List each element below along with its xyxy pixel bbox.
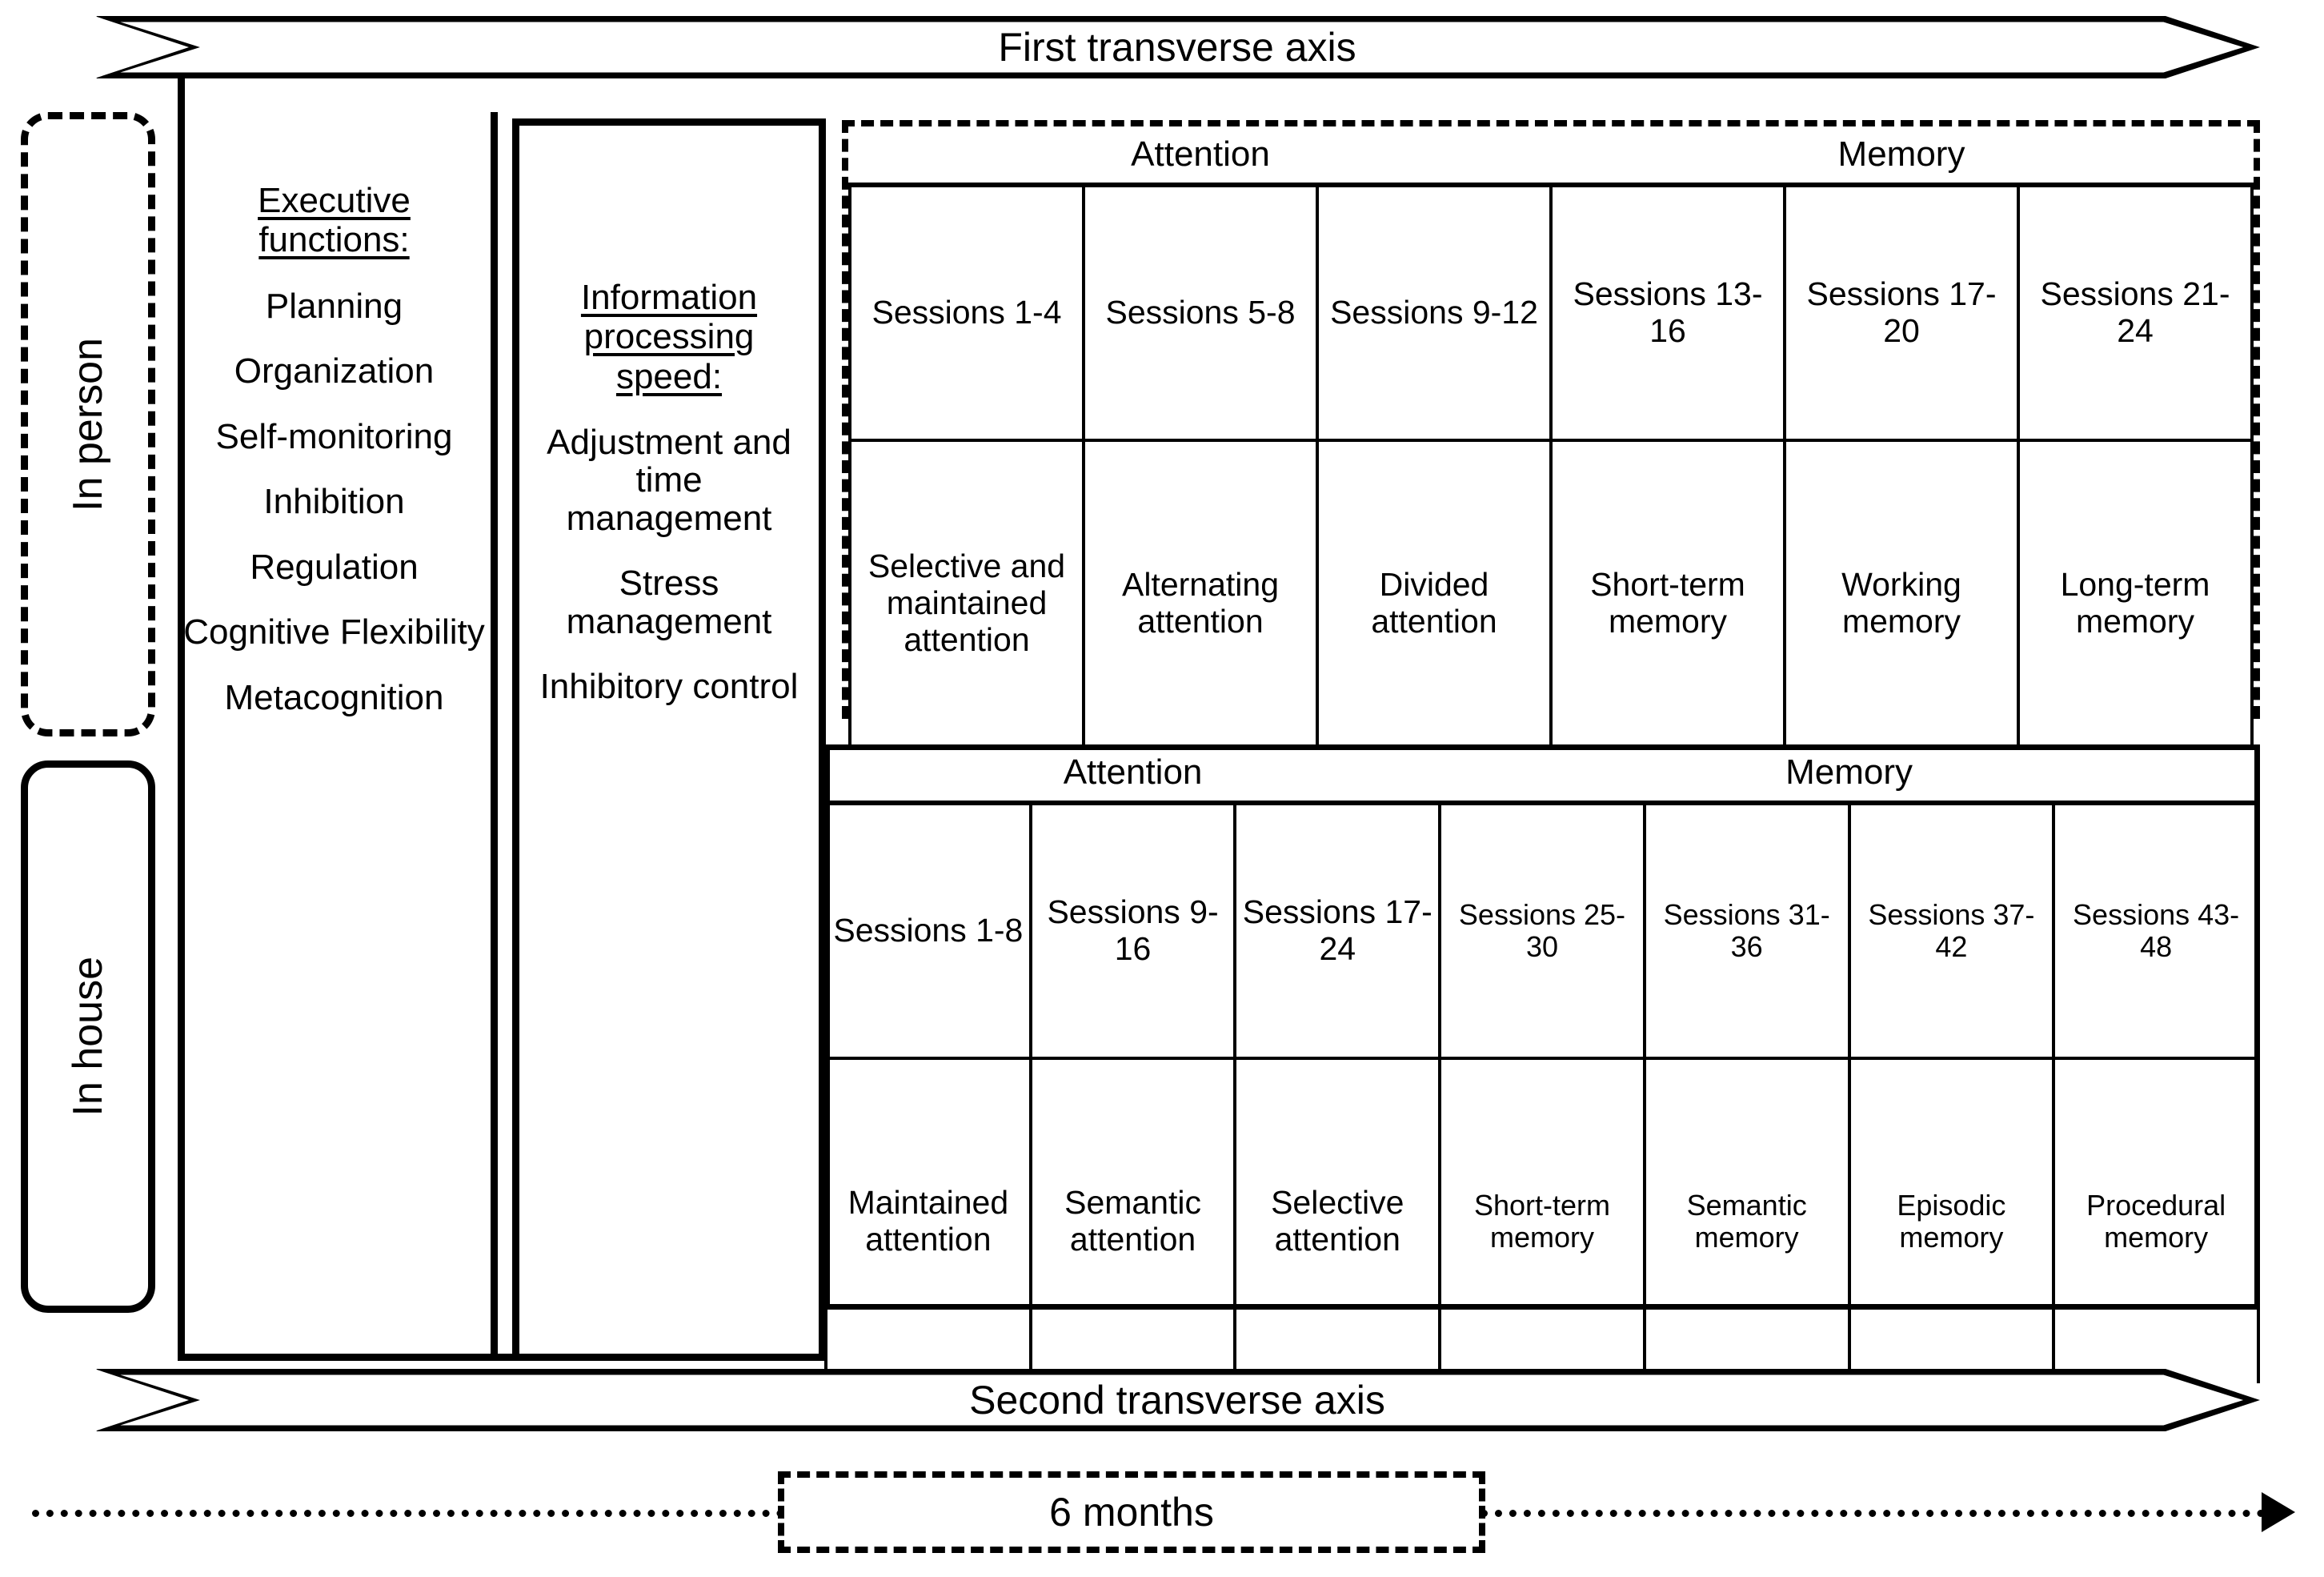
executive-function-item: Planning bbox=[265, 286, 403, 326]
table-row-domains-bottom: Maintained attention Semantic attention … bbox=[824, 1057, 2260, 1383]
timeline-dotted-line-right bbox=[1481, 1510, 2265, 1517]
information-processing-speed-list: Information processing speed: Adjustment… bbox=[519, 278, 819, 733]
executive-function-item: Cognitive Flexibility bbox=[183, 612, 485, 652]
session-cell: Sessions 25-30 bbox=[1438, 803, 1646, 1060]
session-cell: Sessions 43-48 bbox=[2052, 803, 2260, 1060]
session-cell: Sessions 21-24 bbox=[2017, 185, 2254, 442]
session-cell: Sessions 1-4 bbox=[848, 185, 1085, 442]
group-header-attention-top: Attention bbox=[850, 126, 1551, 187]
domain-cell: Long-term memory bbox=[2017, 439, 2254, 765]
group-header-memory-bottom: Memory bbox=[1440, 744, 2258, 805]
group-header-attention-bottom: Attention bbox=[826, 744, 1440, 805]
domain-cell: Short-term memory bbox=[1549, 439, 1786, 765]
mode-box-in-house: In house bbox=[21, 760, 155, 1313]
executive-function-item: Metacognition bbox=[224, 677, 444, 717]
timeline-duration-box: 6 months bbox=[778, 1471, 1485, 1553]
second-transverse-axis-label: Second transverse axis bbox=[969, 1378, 1385, 1423]
domain-cell: Alternating attention bbox=[1082, 439, 1319, 765]
information-processing-speed-heading: Information processing speed: bbox=[580, 278, 758, 396]
first-transverse-axis-banner: First transverse axis bbox=[94, 16, 2260, 78]
table-row-domains-top: Selective and maintained attention Alter… bbox=[848, 439, 2254, 765]
session-cell: Sessions 9-12 bbox=[1316, 185, 1553, 442]
executive-function-item: Inhibition bbox=[263, 482, 405, 522]
executive-functions-list: Executive functions: Planning Organizati… bbox=[178, 181, 491, 744]
domain-cell: Selective and maintained attention bbox=[848, 439, 1085, 765]
group-header-memory-top: Memory bbox=[1551, 126, 2252, 187]
domain-cell: Semantic memory bbox=[1642, 1057, 1851, 1383]
executive-function-item: Regulation bbox=[250, 547, 419, 587]
table-row-group-headers: Attention Memory bbox=[826, 744, 2258, 805]
in-house-schedule-grid: Attention Memory Sessions 1-8 Sessions 9… bbox=[824, 744, 2260, 1383]
session-cell: Sessions 31-36 bbox=[1642, 803, 1851, 1060]
second-transverse-axis-banner: Second transverse axis bbox=[94, 1369, 2260, 1431]
session-cell: Sessions 13-16 bbox=[1549, 185, 1786, 442]
information-processing-speed-item: Inhibitory control bbox=[539, 667, 799, 707]
domain-cell: Maintained attention bbox=[824, 1057, 1032, 1383]
information-processing-speed-item: Stress management bbox=[566, 564, 772, 641]
session-cell: Sessions 9-16 bbox=[1028, 803, 1237, 1060]
in-house-schedule-table: Attention Memory Sessions 1-8 Sessions 9… bbox=[824, 744, 2260, 1383]
timeline-arrow-icon bbox=[2262, 1492, 2295, 1532]
information-processing-speed-item: Adjustment and time management bbox=[547, 422, 791, 538]
in-person-schedule-grid: Attention Memory Sessions 1-4 Sessions 5… bbox=[848, 126, 2254, 765]
domain-cell: Semantic attention bbox=[1028, 1057, 1237, 1383]
domain-cell: Divided attention bbox=[1316, 439, 1553, 765]
executive-function-item: Organization bbox=[234, 351, 435, 391]
domain-cell: Selective attention bbox=[1233, 1057, 1442, 1383]
session-cell: Sessions 37-42 bbox=[1847, 803, 2056, 1060]
session-cell: Sessions 5-8 bbox=[1082, 185, 1319, 442]
timeline-dotted-line-left bbox=[32, 1510, 784, 1517]
table-row-sessions-bottom: Sessions 1-8 Sessions 9-16 Sessions 17-2… bbox=[824, 803, 2260, 1060]
first-transverse-axis-label: First transverse axis bbox=[998, 25, 1356, 70]
executive-functions-column: Executive functions: Planning Organizati… bbox=[178, 112, 498, 1361]
domain-cell: Short-term memory bbox=[1438, 1057, 1646, 1383]
mode-label-in-house: In house bbox=[65, 957, 111, 1117]
information-processing-speed-column: Information processing speed: Adjustment… bbox=[512, 118, 826, 1361]
session-cell: Sessions 17-20 bbox=[1783, 185, 2020, 442]
domain-cell: Working memory bbox=[1783, 439, 2020, 765]
session-cell: Sessions 17-24 bbox=[1233, 803, 1442, 1060]
in-person-schedule-table: Attention Memory Sessions 1-4 Sessions 5… bbox=[842, 120, 2260, 765]
domain-cell: Episodic memory bbox=[1847, 1057, 2056, 1383]
session-cell: Sessions 1-8 bbox=[824, 803, 1032, 1060]
table-row-group-headers: Attention Memory bbox=[850, 126, 2252, 187]
timeline-duration-label: 6 months bbox=[1049, 1490, 1214, 1535]
executive-function-item: Self-monitoring bbox=[215, 416, 453, 456]
timeline-row: 6 months bbox=[0, 1471, 2324, 1559]
table-row-sessions-top: Sessions 1-4 Sessions 5-8 Sessions 9-12 … bbox=[848, 185, 2254, 442]
mode-label-in-person: In person bbox=[65, 337, 111, 512]
executive-functions-heading: Executive functions: bbox=[258, 181, 411, 260]
domain-cell: Procedural memory bbox=[2052, 1057, 2260, 1383]
mode-box-in-person: In person bbox=[21, 112, 155, 736]
